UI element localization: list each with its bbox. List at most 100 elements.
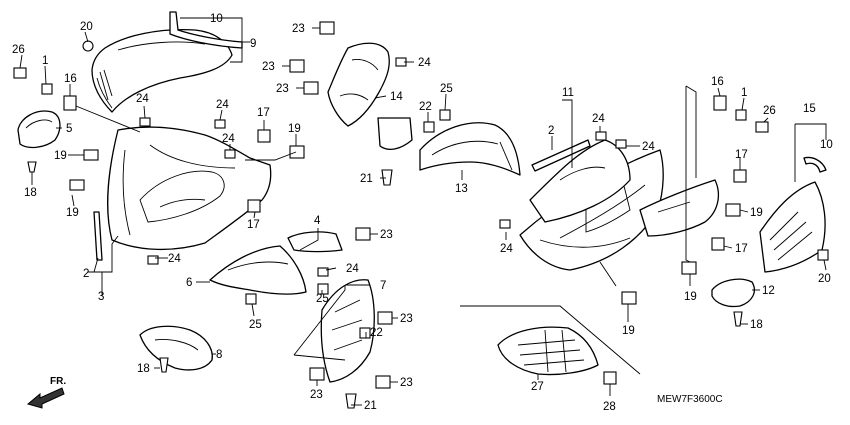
screw-icon	[159, 357, 169, 373]
bolt-icon	[309, 367, 325, 381]
trim-strip-2-right	[531, 139, 591, 172]
callout-label: 19	[684, 291, 697, 303]
bolt-icon	[13, 67, 27, 79]
bolt-icon	[319, 21, 335, 35]
callout-label: 13	[455, 183, 468, 195]
callout-label: 23	[400, 377, 413, 389]
clip-nut-icon	[595, 131, 607, 141]
upper-cowl-left-part-3	[107, 126, 272, 251]
grommet-icon	[63, 95, 77, 111]
bolt-icon	[817, 249, 829, 261]
callout-label: 24	[222, 133, 235, 145]
callout-label: 1	[741, 87, 747, 99]
screw-icon	[345, 393, 357, 409]
bracket-part-22-mount	[377, 117, 413, 151]
callout-label: 23	[292, 23, 305, 35]
callout-label: 16	[64, 73, 77, 85]
bolt-icon	[289, 59, 305, 73]
bolt-icon	[69, 179, 85, 191]
bolt-icon	[755, 121, 769, 133]
callout-label: 20	[80, 21, 93, 33]
callout-label: 19	[54, 150, 67, 162]
callout-label: 14	[390, 91, 403, 103]
callout-label: 1	[42, 55, 48, 67]
callout-label: 7	[380, 280, 386, 292]
front-direction-arrow-icon	[26, 387, 65, 409]
trim-strip-right	[803, 156, 827, 173]
side-cowl-right	[639, 179, 719, 237]
callout-label: 4	[314, 215, 321, 227]
callout-label: 10	[210, 13, 223, 25]
bolt-icon	[375, 375, 391, 389]
screw-icon	[381, 169, 393, 186]
clip-nut-icon	[139, 117, 151, 127]
bolt-icon	[603, 371, 617, 385]
screw-icon	[27, 161, 37, 173]
clip-nut-icon	[317, 267, 329, 277]
grommet-icon	[711, 237, 725, 251]
bolt-icon	[377, 311, 393, 325]
diagram-code: MEW7F3600C	[657, 394, 723, 405]
callout-label: 8	[216, 349, 222, 361]
callout-label: 22	[370, 327, 383, 339]
callout-label: 18	[750, 319, 763, 331]
clip-nut-icon	[499, 219, 511, 229]
callout-label: 6	[186, 277, 192, 289]
bolt-icon	[439, 109, 451, 121]
grommet-icon	[257, 129, 271, 143]
upper-cowl-right-panel	[529, 139, 631, 223]
upper-cowl-top-panel	[91, 29, 233, 113]
callout-label: 23	[310, 389, 323, 401]
callout-label: 25	[440, 83, 453, 95]
callout-label: 24	[642, 141, 655, 153]
callout-label: 16	[711, 76, 724, 88]
inner-panel-part-7	[320, 279, 375, 383]
direction-label: FR.	[50, 376, 66, 387]
callout-label: 12	[762, 285, 775, 297]
bolt-icon	[621, 291, 637, 305]
callout-label: 19	[750, 207, 763, 219]
clip-nut-icon	[147, 255, 159, 265]
callout-label: 25	[316, 293, 329, 305]
callout-label: 9	[250, 38, 256, 50]
grommet-icon	[247, 199, 261, 213]
callout-label: 18	[24, 187, 37, 199]
callout-labels: 20 10 9 26 1 16 5 24 24 24 17 19 19 18 1…	[12, 13, 833, 413]
callout-label: 2	[83, 268, 89, 280]
screw-icon	[733, 311, 743, 327]
callout-label: 26	[12, 44, 25, 56]
inner-panel-part-15	[759, 181, 826, 273]
callout-label: 23	[276, 83, 289, 95]
clip-nut-icon	[214, 119, 226, 129]
callout-label: 27	[531, 381, 544, 393]
callout-label: 24	[136, 93, 149, 105]
callout-label: 21	[364, 400, 377, 412]
grommet-icon	[733, 169, 747, 183]
callout-label: 23	[262, 61, 275, 73]
bolt-icon	[82, 40, 94, 52]
callout-label: 19	[288, 123, 301, 135]
callout-label: 11	[562, 87, 574, 99]
bolt-icon	[355, 227, 371, 241]
clip-nut-icon	[224, 149, 236, 159]
callout-label: 24	[346, 263, 359, 275]
trim-strip-2-left	[93, 211, 103, 261]
callout-label: 17	[735, 149, 748, 161]
callout-label: 21	[360, 173, 373, 185]
callout-label: 15	[803, 103, 816, 115]
bolt-icon	[289, 145, 305, 159]
callout-label: 26	[763, 105, 776, 117]
bolt-icon	[725, 203, 741, 217]
inner-bracket-part-6	[209, 245, 307, 295]
clip-nut-icon	[615, 139, 627, 149]
callout-label: 18	[137, 363, 150, 375]
nut-icon	[41, 83, 53, 95]
callout-label: 24	[592, 113, 605, 125]
grommet-icon	[713, 95, 727, 111]
bracket-part-8	[139, 325, 213, 371]
callout-label: 24	[168, 253, 181, 265]
bolt-icon	[245, 293, 257, 305]
callout-label: 17	[247, 219, 260, 231]
callout-label: 17	[257, 107, 270, 119]
